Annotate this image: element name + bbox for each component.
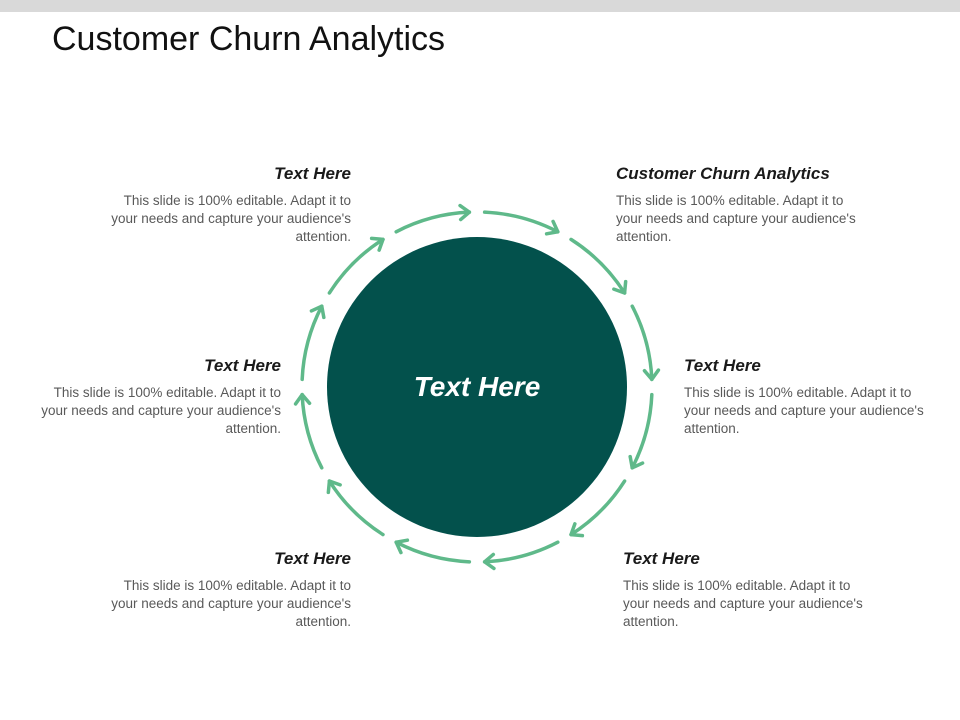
ring-arc-segment [327,479,385,537]
ring-arc-segment [569,237,627,295]
block-heading: Text Here [684,356,761,375]
block-body: This slide is 100% editable. Adapt it to… [623,578,863,629]
block-heading: Text Here [274,549,351,568]
chevron-right-icon [293,392,312,406]
page-title: Customer Churn Analytics [52,20,446,58]
ring-arc-segment [630,304,654,382]
block-body: This slide is 100% editable. Adapt it to… [616,193,856,244]
ring-arcs [293,203,661,571]
block-heading: Text Here [204,356,281,375]
ring-arc-segment [482,540,560,564]
chevron-right-icon [369,236,385,252]
text-block-middle-right: Text Here This slide is 100% editable. A… [684,356,924,438]
ring-arc-segment [482,210,560,234]
top-bar [0,0,960,12]
center-circle [327,237,627,537]
chevron-right-icon [544,219,560,236]
ring-arc-segment [569,479,627,537]
text-block-top-right: Customer Churn Analytics This slide is 1… [616,164,856,246]
center-label: Text Here [413,371,541,402]
chevron-right-icon [394,538,410,555]
ring-arc-segment [327,237,385,295]
block-heading: Text Here [623,549,700,568]
ring-arc-segment [630,392,654,470]
text-block-bottom-right: Text Here This slide is 100% editable. A… [623,549,863,631]
chevron-right-icon [482,552,496,571]
chevron-right-icon [628,454,645,470]
block-body: This slide is 100% editable. Adapt it to… [684,385,924,436]
ring-arc-segment [394,210,472,234]
text-block-top-left: Text Here This slide is 100% editable. A… [111,164,351,246]
chevron-right-icon [326,479,342,495]
ring-arc-segment [300,392,324,470]
text-block-middle-left: Text Here This slide is 100% editable. A… [41,356,281,438]
block-body: This slide is 100% editable. Adapt it to… [41,385,281,436]
chevron-right-icon [309,304,326,320]
block-heading: Text Here [274,164,351,183]
block-body: This slide is 100% editable. Adapt it to… [111,578,351,629]
ring-arc-segment [300,304,324,382]
text-block-bottom-left: Text Here This slide is 100% editable. A… [111,549,351,631]
chevron-right-icon [458,203,472,222]
block-body: This slide is 100% editable. Adapt it to… [111,193,351,244]
block-heading: Customer Churn Analytics [616,164,830,183]
ring-arc-segment [394,540,472,564]
chevron-right-icon [642,368,661,382]
chevron-right-icon [612,279,628,295]
chevron-right-icon [569,522,585,538]
